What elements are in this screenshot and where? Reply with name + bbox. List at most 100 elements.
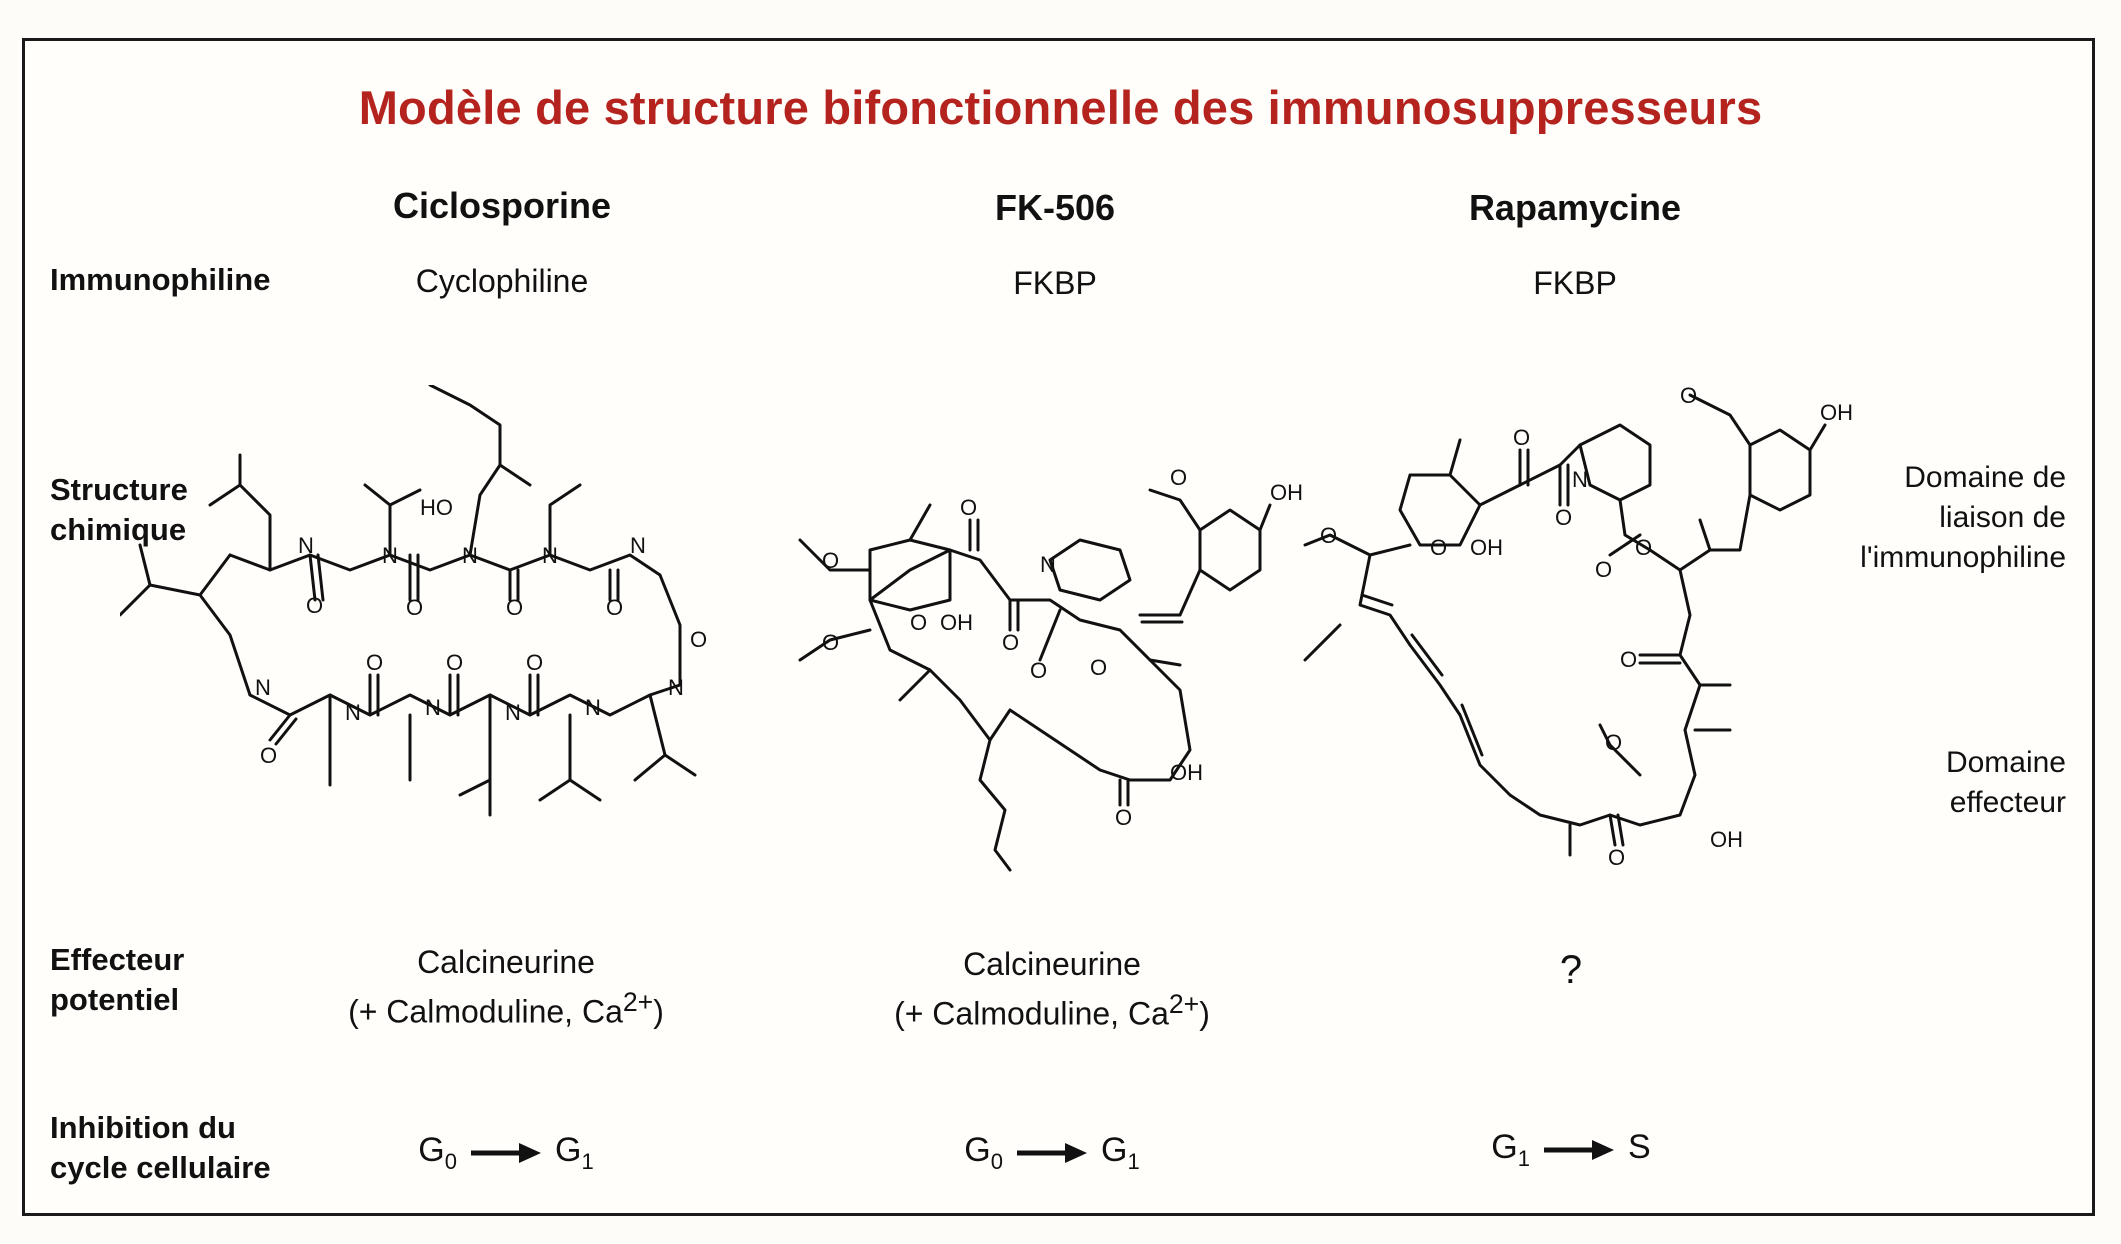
atom-label: O <box>506 595 523 620</box>
atom-label: N <box>668 675 684 700</box>
effecteur-fk506: Calcineurine (+ Calmoduline, Ca2+) <box>752 944 1352 1034</box>
atom-label: O <box>1320 523 1337 548</box>
rapamycine-structure: O OH O O N O O O OH O O O OH O <box>1303 385 1853 870</box>
row-label-effecteur: Effecteur potentiel <box>50 940 184 1020</box>
atom-label: O <box>1620 647 1637 672</box>
atom-label: O <box>446 650 463 675</box>
atom-label: O <box>306 593 323 618</box>
atom-label: O <box>526 650 543 675</box>
fk506-structure: O O O O OH O N O O O OH OH O <box>798 465 1303 872</box>
atom-label: N <box>382 543 398 568</box>
phase-from-letter: G <box>1491 1128 1518 1167</box>
phase-to-sub: 1 <box>581 1148 594 1174</box>
atom-label: O <box>910 610 927 635</box>
atom-label: N <box>462 543 478 568</box>
atom-label: O <box>1030 658 1047 683</box>
row-label-effecteur-line1: Effecteur <box>50 942 185 977</box>
side-label-binding-line1: Domaine de <box>1904 461 2066 494</box>
atom-label: OH <box>1270 480 1303 505</box>
immunophiline-rapamycine: FKBP <box>1533 265 1617 301</box>
row-label-inhibition: Inhibition du cycle cellulaire <box>50 1108 271 1188</box>
effecteur-rapamycine-unknown: ? <box>1559 948 1583 992</box>
atom-label: O <box>822 548 839 573</box>
atom-label: O <box>1090 655 1107 680</box>
atom-label: O <box>1115 805 1132 830</box>
atom-label: N <box>505 700 521 725</box>
atom-label: O <box>406 595 423 620</box>
immunophiline-ciclosporine: Cyclophiline <box>415 263 589 299</box>
atom-label: N <box>345 700 361 725</box>
effecteur-line2: (+ Calmoduline, Ca2+) <box>752 984 1352 1034</box>
atom-label: HO <box>420 495 453 520</box>
phase-to-sub: 1 <box>1127 1148 1140 1174</box>
atom-label: O <box>960 495 977 520</box>
phase-to: G1 <box>555 1131 594 1175</box>
atom-label: O <box>1513 425 1530 450</box>
row-label-effecteur-line2: potentiel <box>50 982 180 1017</box>
atom-label: OH <box>1470 535 1503 560</box>
effecteur-close: ) <box>653 993 664 1030</box>
row-label-structure: Structure chimique <box>50 470 188 550</box>
atom-label: O <box>690 627 707 652</box>
phase-from-sub: 0 <box>990 1148 1003 1174</box>
side-label-effector-line1: Domaine <box>1945 746 2066 779</box>
atom-label: O <box>606 595 623 620</box>
effecteur-line2: (+ Calmoduline, Ca2+) <box>206 982 806 1032</box>
phase-to-letter: G <box>1101 1131 1128 1170</box>
phase-to-letter: G <box>555 1131 582 1170</box>
arrow-right-icon <box>1544 1140 1614 1160</box>
figure-title: Modèle de structure bifonctionnelle des … <box>358 81 1763 134</box>
atom-label: OH <box>1710 827 1743 852</box>
atom-label: O <box>1608 845 1625 870</box>
charge-superscript: 2+ <box>1168 989 1200 1019</box>
immunophiline-fk506: FKBP <box>1013 265 1097 301</box>
phase-from: G0 <box>964 1131 1003 1175</box>
atom-label: OH <box>940 610 973 635</box>
effecteur-ciclosporine: Calcineurine (+ Calmoduline, Ca2+) <box>206 942 806 1032</box>
side-label-binding-domain: Domaine de liaison de l'immunophiline <box>1766 458 2066 578</box>
row-label-inhibition-line2: cycle cellulaire <box>50 1150 271 1185</box>
effecteur-close: ) <box>1199 995 1210 1032</box>
effecteur-line1: Calcineurine <box>963 946 1141 982</box>
atom-label: N <box>298 533 314 558</box>
side-label-effector-line2: effecteur <box>1949 786 2066 819</box>
row-label-structure-line1: Structure <box>50 472 188 507</box>
atom-label: N <box>1040 552 1056 577</box>
figure-frame <box>22 38 2095 1216</box>
drug-name-fk506: FK-506 <box>994 187 1116 228</box>
phase-from-letter: G <box>418 1131 445 1170</box>
atom-label: O <box>1595 557 1612 582</box>
side-label-binding-line2: liaison de <box>1939 501 2066 534</box>
phase-to: G1 <box>1101 1131 1140 1175</box>
effecteur-line1: Calcineurine <box>417 944 595 980</box>
atom-label: OH <box>1820 400 1853 425</box>
drug-name-ciclosporine: Ciclosporine <box>392 185 612 226</box>
atom-label: OH <box>1170 760 1203 785</box>
atom-label: N <box>542 543 558 568</box>
atom-label: N <box>425 695 441 720</box>
atom-label: O <box>1430 535 1447 560</box>
phase-from: G0 <box>418 1131 457 1175</box>
atom-label: N <box>630 533 646 558</box>
phase-to-letter: S <box>1628 1128 1651 1167</box>
atom-label: N <box>255 675 271 700</box>
phase-from: G1 <box>1491 1128 1530 1172</box>
phase-to: S <box>1628 1128 1651 1172</box>
atom-label: O <box>366 650 383 675</box>
phase-from-sub: 1 <box>1517 1145 1530 1171</box>
atom-label: O <box>260 743 277 768</box>
effecteur-text: (+ Calmoduline, Ca <box>894 995 1169 1032</box>
cycle-ciclosporine: G0 G1 <box>206 1128 806 1178</box>
side-label-binding-line3: l'immunophiline <box>1860 541 2066 574</box>
row-label-immunophiline: Immunophiline <box>50 262 271 297</box>
cycle-rapamycine: G1 S <box>1271 1125 1871 1175</box>
atom-label: N <box>1572 467 1588 492</box>
ciclosporine-structure: N N N N N N N N N N N HO O O O O O O O O… <box>120 385 707 817</box>
atom-label: O <box>1635 535 1652 560</box>
atom-label: O <box>1680 385 1697 408</box>
atom-label: O <box>1605 730 1622 755</box>
arrow-right-icon <box>1017 1143 1087 1163</box>
atom-label: O <box>1555 505 1572 530</box>
arrow-right-icon <box>471 1143 541 1163</box>
row-label-inhibition-line1: Inhibition du <box>50 1110 236 1145</box>
